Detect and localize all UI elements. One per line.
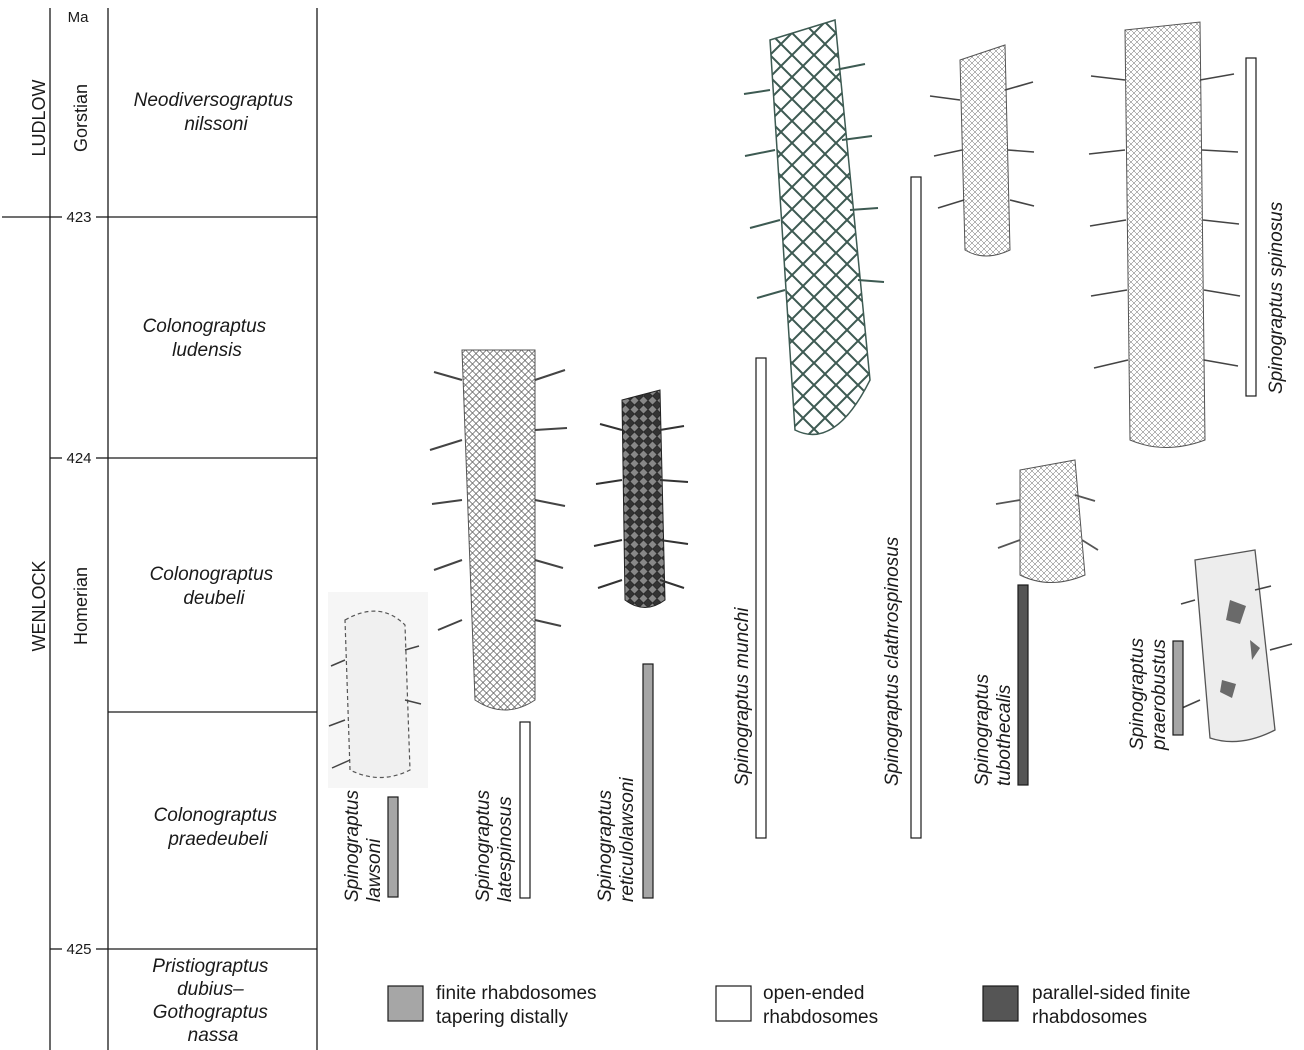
legend-swatch-parallel-finite bbox=[983, 986, 1018, 1021]
legend-label-open-ended: open-ended rhabdosomes bbox=[763, 983, 878, 1028]
specimen-tubothecalis bbox=[996, 460, 1098, 583]
taxon-label-praerobustus: Spinograptus praerobustus bbox=[1127, 633, 1170, 751]
specimen-lawsoni bbox=[328, 592, 428, 788]
range-bar-latespinosus bbox=[520, 722, 530, 898]
age-label-424: 424 bbox=[66, 450, 91, 467]
zone-ludensis: Colonograptus ludensis bbox=[143, 316, 272, 361]
range-bar-praerobustus bbox=[1173, 641, 1183, 735]
age-unit-label: Ma bbox=[68, 9, 89, 26]
range-bar-lawsoni bbox=[388, 797, 398, 897]
age-label-423: 423 bbox=[66, 209, 91, 226]
taxon-label-tubothecalis: Spinograptus tubothecalis bbox=[972, 669, 1015, 786]
taxon-label-reticulolawsoni: Spinograptus reticulolawsoni bbox=[595, 777, 638, 902]
series-label-ludlow: LUDLOW bbox=[29, 79, 49, 156]
range-bar-spinosus bbox=[1246, 58, 1256, 396]
legend-swatch-open-ended bbox=[716, 986, 751, 1021]
stage-label-gorstian: Gorstian bbox=[71, 84, 91, 152]
age-label-425: 425 bbox=[66, 941, 91, 958]
taxon-label-spinosus: Spinograptus spinosus bbox=[1266, 201, 1287, 394]
stage-label-homerian: Homerian bbox=[71, 567, 91, 645]
taxon-label-lawsoni: Spinograptus lawsoni bbox=[342, 785, 385, 902]
taxon-label-munchi: Spinograptus munchi bbox=[732, 607, 753, 786]
range-bar-tubothecalis bbox=[1018, 585, 1028, 785]
zone-praedeubeli: Colonograptus praedeubeli bbox=[154, 805, 283, 850]
series-label-wenlock: WENLOCK bbox=[29, 560, 49, 651]
legend-swatch-finite-tapering bbox=[388, 986, 423, 1021]
zone-deubeli: Colonograptus deubeli bbox=[150, 564, 279, 609]
legend-label-parallel-finite: parallel-sided finite rhabdosomes bbox=[1032, 983, 1196, 1028]
specimen-spinosus bbox=[1089, 22, 1240, 448]
taxon-label-clathrospinosus: Spinograptus clathrospinosus bbox=[882, 536, 903, 786]
range-bar-clathrospinosus bbox=[911, 177, 921, 838]
specimen-praerobustus bbox=[1181, 550, 1292, 742]
range-bar-munchi bbox=[756, 358, 766, 838]
specimen-clathrospinosus bbox=[930, 45, 1034, 256]
legend-label-finite-tapering: finite rhabdosomes tapering distally bbox=[436, 983, 602, 1028]
specimen-latespinosus bbox=[430, 350, 567, 710]
specimen-reticulolawsoni bbox=[594, 390, 688, 608]
legend: finite rhabdosomes tapering distally ope… bbox=[388, 983, 1196, 1028]
zone-dubius-nassa: Pristiograptus dubius– Gothograptus nass… bbox=[152, 956, 273, 1046]
range-bar-reticulolawsoni bbox=[643, 664, 653, 898]
zone-nilssoni: Neodiversograptus nilssoni bbox=[134, 90, 299, 135]
taxon-label-latespinosus: Spinograptus latespinosus bbox=[473, 785, 516, 902]
strat-column bbox=[2, 8, 317, 1050]
